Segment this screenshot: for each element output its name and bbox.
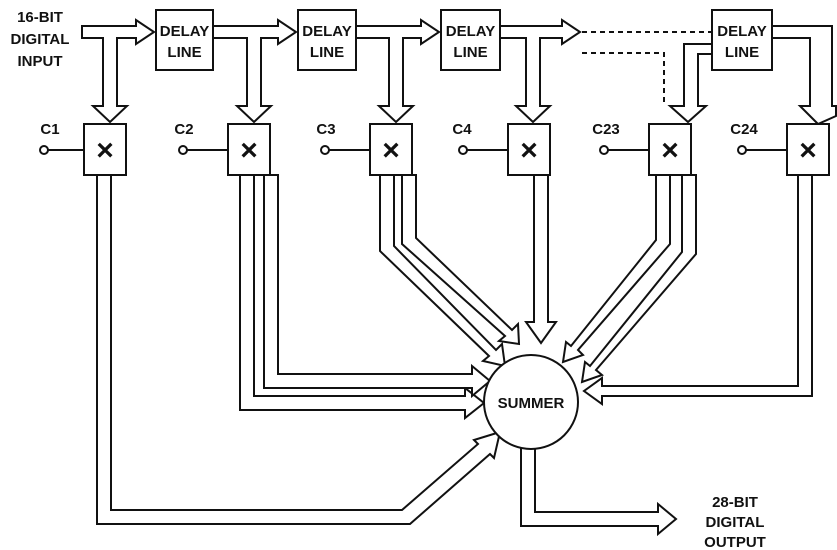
coefficient-c2: C2 [174,121,228,155]
delay-line-3: DELAY LINE [440,9,501,71]
input-label-line2: DIGITAL [11,31,70,48]
coefficient-c23-terminal [599,145,609,155]
input-bus-chain [81,18,837,126]
multiplier-1: × [83,123,127,176]
summer-circle [483,354,579,450]
coefficient-c2-label: C2 [174,121,193,138]
bus-mult-3c-to-summer [401,174,521,346]
coefficient-c24-label: C24 [730,121,758,138]
delay-line-1-label-bottom: LINE [167,44,201,61]
coefficient-c23: C23 [592,121,649,155]
multiplier-24: × [786,123,830,176]
coefficient-c4-terminal [458,145,468,155]
bus-last-delay-to-mult-24 [771,25,837,126]
coefficient-c3-label: C3 [316,121,335,138]
delay-line-2: DELAY LINE [297,9,357,71]
output-label-line3: OUTPUT [704,534,766,550]
multiplier-4-symbol: × [520,134,538,167]
delay-line-1: DELAY LINE [155,9,214,71]
multiplier-2-symbol: × [240,134,258,167]
bus-mult-24-to-summer [582,174,813,406]
multiplier-23: × [648,123,692,176]
bus-mult-23-to-summer [561,174,671,364]
output-label-line1: 28-BIT [712,494,758,511]
coefficient-c1-label: C1 [40,121,59,138]
summation-buses [96,174,813,525]
bus-mult-3-to-summer-path [379,174,507,368]
coefficient-c2-terminal [178,145,188,155]
output-label-line2: DIGITAL [706,514,765,531]
delay-line-2-label-top: DELAY [302,23,351,40]
multiplier-4: × [507,123,551,176]
input-label-line3: INPUT [18,53,63,70]
output-bus [520,439,678,537]
bus-tap-to-mult-23 [667,43,713,124]
summer-label: SUMMER [498,395,565,412]
summer: SUMMER [483,354,579,450]
bus-mult-4-to-summer [524,174,558,345]
bus-mult-2b-to-summer [263,174,492,399]
coefficient-c1-terminal [39,145,49,155]
input-bus-to-delay-1 [81,18,156,124]
continuation-dashed-mid [582,52,665,106]
bus-delay-3-to-continuation [499,18,582,124]
delay-line-2-label-bottom: LINE [310,44,344,61]
bus-mult-1-to-summer [96,174,502,525]
input-label: 16-BIT DIGITAL INPUT [11,9,70,70]
coefficient-c24-terminal [737,145,747,155]
delay-line-24-label-bottom: LINE [725,44,759,61]
multiplier-3: × [369,123,413,176]
bus-delay-1-to-delay-2 [212,18,298,124]
coefficient-c4-label: C4 [452,121,472,138]
multiplier-2: × [227,123,271,176]
delay-line-1-label-top: DELAY [160,23,209,40]
multiplier-24-symbol: × [799,134,817,167]
multiplier-23-symbol: × [661,134,679,167]
bus-mult-23b-to-summer [580,174,697,384]
multiplier-1-symbol: × [96,134,114,167]
input-label-line1: 16-BIT [17,9,63,26]
coefficient-c23-label: C23 [592,121,620,138]
coefficient-c4: C4 [452,121,508,155]
multiplier-3-symbol: × [382,134,400,167]
delay-line-3-label-top: DELAY [446,23,495,40]
coefficient-c24: C24 [730,121,787,155]
bus-delay-2-to-delay-3 [355,18,441,124]
coefficient-c3: C3 [316,121,370,155]
bus-mult-2-to-summer [239,174,486,421]
coefficient-c1: C1 [39,121,84,155]
delay-line-24: DELAY LINE [711,9,773,71]
output-label: 28-BIT DIGITAL OUTPUT [704,494,766,550]
coefficient-c3-terminal [320,145,330,155]
delay-line-3-label-bottom: LINE [453,44,487,61]
delay-line-24-label-top: DELAY [717,23,766,40]
